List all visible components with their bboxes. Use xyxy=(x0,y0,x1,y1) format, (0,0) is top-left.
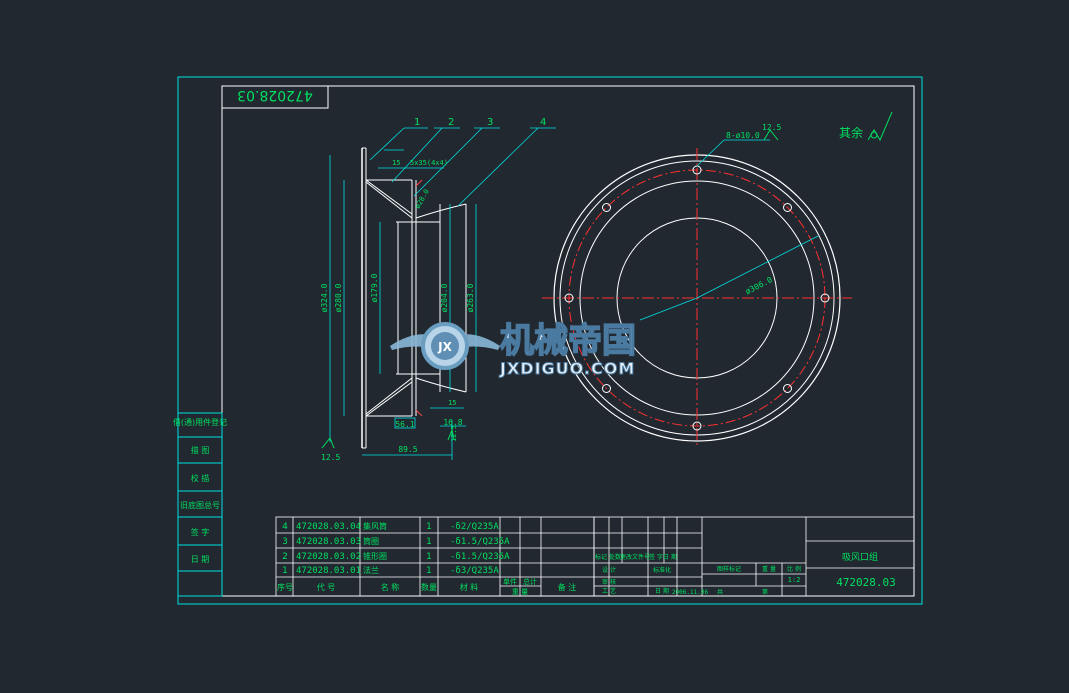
svg-text:472028.03.02: 472028.03.02 xyxy=(296,552,361,562)
weld-label-2: 5x35(4x4) xyxy=(410,159,448,167)
dim-d306: ø306.0 xyxy=(744,275,774,296)
svg-text:1: 1 xyxy=(426,522,432,532)
svg-text:单件: 单件 xyxy=(503,577,517,586)
watermark-logo: JX xyxy=(390,322,500,370)
svg-text:-δ2/Q235A: -δ2/Q235A xyxy=(450,522,499,532)
dim-d263: ø263.0 xyxy=(466,283,475,312)
roughness-a: 12.5 xyxy=(321,453,340,462)
side-label: 借(通)用件登记 xyxy=(173,417,227,427)
svg-text:1: 1 xyxy=(282,566,288,576)
tb-sheet: 第 xyxy=(762,588,768,596)
svg-text:3: 3 xyxy=(282,537,288,547)
svg-text:2: 2 xyxy=(282,552,288,562)
side-label: 签 字 xyxy=(191,527,210,537)
dim-d280: ø280.0 xyxy=(334,283,343,312)
title-mark-box xyxy=(221,85,329,109)
side-label: 日 期 xyxy=(191,555,210,564)
svg-text:1: 1 xyxy=(426,537,432,547)
svg-text:总计: 总计 xyxy=(523,577,537,586)
svg-text:重 量: 重 量 xyxy=(512,588,528,596)
tb-part-name: 吸风口组 xyxy=(842,551,878,563)
watermark-cn: 机械帝国 xyxy=(500,321,636,361)
svg-text:筒圈: 筒圈 xyxy=(363,536,379,546)
svg-text:集风筒: 集风筒 xyxy=(363,521,387,531)
roughness-c: 12.5 xyxy=(762,123,781,132)
balloon-2: 2 xyxy=(448,117,454,128)
balloon-3: 3 xyxy=(487,117,493,128)
side-registration-strip xyxy=(177,412,223,597)
watermark-logo-text: JX xyxy=(437,340,452,354)
tb-craft: 工 艺 xyxy=(602,587,616,595)
title-block xyxy=(593,516,915,597)
tb-stage: 图样标记 xyxy=(717,565,741,573)
svg-text:备 注: 备 注 xyxy=(558,582,577,592)
balloon-4: 4 xyxy=(540,117,546,128)
dim-holes: 8-ø10.0 xyxy=(726,131,760,140)
tb-scale-value: 1:2 xyxy=(788,576,801,584)
side-label: 描 图 xyxy=(191,445,210,455)
svg-text:472028.03.03: 472028.03.03 xyxy=(296,537,361,547)
section-view xyxy=(321,127,556,460)
svg-text:4: 4 xyxy=(282,522,288,532)
bom-table xyxy=(275,516,595,597)
bom-row: 4 472028.03.04 集风筒 1 -δ2/Q235A xyxy=(282,521,499,532)
weld-label-1: 15 xyxy=(392,159,400,167)
dim-d324: ø324.0 xyxy=(320,283,329,312)
svg-text:法兰: 法兰 xyxy=(363,565,379,575)
balloon-1: 1 xyxy=(414,117,420,128)
svg-text:代 号: 代 号 xyxy=(317,582,336,592)
tb-date: 日 期 xyxy=(663,553,677,561)
roughness-b: 12.5 xyxy=(450,425,458,442)
bom-header: 序号 代 号 名 称 数量 材 料 单件 总计 重 量 备 注 xyxy=(277,577,576,596)
tb-sign: 签 字 xyxy=(649,553,663,561)
tb-scale-label: 比 例 xyxy=(787,565,801,573)
dim-w16: 16.8 xyxy=(443,418,462,427)
svg-text:材 料: 材 料 xyxy=(460,582,479,592)
svg-text:锥形圈: 锥形圈 xyxy=(363,551,387,561)
rest-roughness-label: 其余 xyxy=(839,125,863,140)
dim-w56: 56.1 xyxy=(395,420,414,429)
title-mark: 472028.03 xyxy=(237,87,313,103)
svg-text:-δ1.5/Q235A: -δ1.5/Q235A xyxy=(450,552,510,562)
bom-row: 2 472028.03.02 锥形圈 1 -δ1.5/Q235A xyxy=(282,551,510,562)
bom-row: 1 472028.03.01 法兰 1 -δ3/Q235A xyxy=(282,565,499,576)
watermark-en: JXDIGUO.COM xyxy=(499,359,635,378)
bom-row: 3 472028.03.03 筒圈 1 -δ1.5/Q235A xyxy=(282,536,510,547)
svg-text:数量: 数量 xyxy=(421,582,437,592)
tb-change-doc: 更改文件号 xyxy=(620,553,650,561)
tb-mark: 标记 xyxy=(595,553,607,561)
tb-count: 处数 xyxy=(609,553,621,561)
svg-text:-δ1.5/Q235A: -δ1.5/Q235A xyxy=(450,537,510,547)
svg-text:-δ3/Q235A: -δ3/Q235A xyxy=(450,566,499,576)
side-label: 旧底图总号 xyxy=(180,500,220,510)
front-view xyxy=(542,111,893,448)
svg-text:472028.03.01: 472028.03.01 xyxy=(296,566,361,576)
dim-d179: ø179.0 xyxy=(370,273,379,302)
svg-text:1: 1 xyxy=(426,552,432,562)
tb-weight: 重 量 xyxy=(762,565,776,573)
tb-date-value: 2006.11.06 xyxy=(672,589,709,596)
tb-drawing-no: 472028.03 xyxy=(836,576,896,589)
svg-text:472028.03.04: 472028.03.04 xyxy=(296,522,361,532)
dim-w89: 89.5 xyxy=(398,445,417,454)
tb-design: 设 计 xyxy=(602,566,616,574)
weld-label-3: 15 xyxy=(448,399,456,407)
tb-approve-date: 日 期 xyxy=(655,587,669,595)
tb-standard: 标准化 xyxy=(653,566,671,574)
svg-text:1: 1 xyxy=(426,566,432,576)
svg-text:序号: 序号 xyxy=(277,582,293,592)
dim-d204: ø204.0 xyxy=(440,283,449,312)
tb-sheets: 共 xyxy=(717,588,723,596)
side-label: 校 描 xyxy=(191,473,210,483)
tb-review: 审 核 xyxy=(602,578,616,586)
outer-border xyxy=(177,76,923,605)
svg-text:名 称: 名 称 xyxy=(381,582,400,592)
